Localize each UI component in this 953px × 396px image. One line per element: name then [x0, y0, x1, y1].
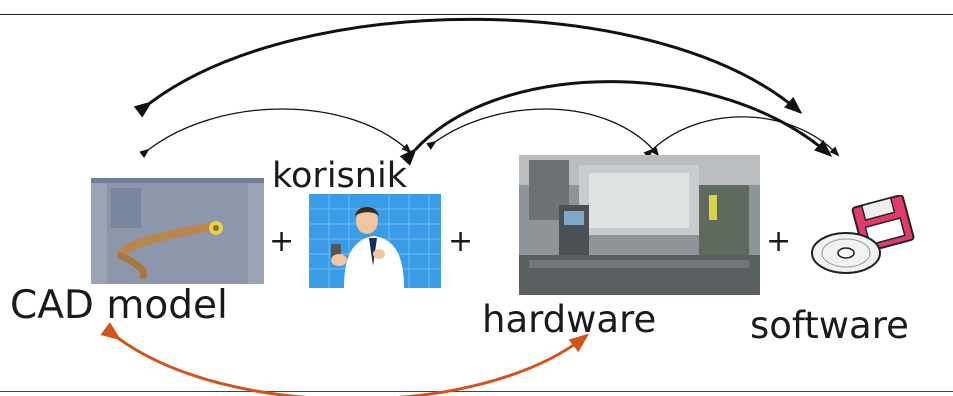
plus-sign-2: + — [448, 224, 474, 259]
arrow-hardware-software — [643, 116, 840, 159]
hardware-label: hardware — [482, 298, 657, 341]
top-rule — [0, 14, 953, 15]
plus-sign-1: + — [269, 224, 295, 259]
machine-photo-icon — [519, 155, 760, 295]
arrow-cad-hardware — [100, 322, 590, 396]
plus-sign-3: + — [766, 224, 792, 259]
software-label: software — [750, 304, 909, 347]
cad-screenshot-icon — [91, 178, 264, 284]
user-phone-icon — [309, 194, 441, 288]
bottom-rule — [0, 391, 953, 392]
user-label: korisnik — [272, 156, 407, 196]
arrow-cad-software — [133, 17, 803, 118]
arrow-user-software — [399, 80, 833, 166]
disk-icon — [808, 195, 928, 280]
arrow-cad-user — [139, 108, 412, 159]
arrow-user-hardware — [426, 108, 660, 157]
cad-label: CAD model — [10, 283, 228, 328]
